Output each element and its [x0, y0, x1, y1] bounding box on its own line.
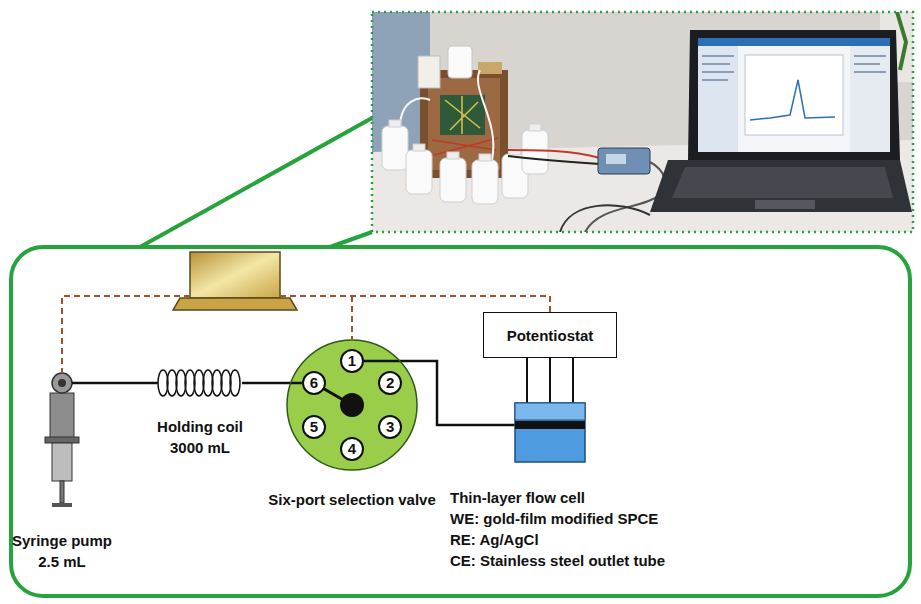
setup-photo	[418, 56, 440, 88]
valve-port: 3	[378, 415, 402, 439]
tubing	[250, 382, 302, 385]
setup-photo	[750, 80, 835, 120]
valve-port: 2	[378, 371, 402, 395]
setup-photo	[522, 130, 548, 174]
setup-photo	[400, 70, 493, 160]
syringe-pump-symbol	[52, 443, 72, 481]
flow-cell-body	[515, 403, 585, 462]
setup-photo	[372, 12, 913, 232]
setup-photo	[428, 78, 500, 170]
syringe-pump-symbol	[50, 393, 74, 439]
flow-cell: Thin-layer flow cellWE: gold-film modifi…	[515, 403, 585, 462]
label: WE: gold-film modified SPCE	[450, 508, 665, 529]
setup-photo	[672, 167, 893, 198]
syringe-pump-symbol	[52, 503, 72, 507]
holding-coil-symbol	[150, 370, 250, 396]
syringe-pump: Syringe pump2.5 mL	[8, 372, 116, 572]
callout-frame	[11, 247, 910, 596]
flow-channel	[515, 421, 585, 429]
valve-outline	[287, 340, 417, 470]
setup-photo	[440, 158, 466, 202]
syringe-pump-symbol	[45, 373, 79, 507]
electrode-cable	[527, 358, 573, 403]
setup-photo	[688, 30, 900, 160]
port-number: 3	[386, 419, 394, 435]
label: CE: Stainless steel outlet tube	[450, 550, 665, 571]
port-number: 4	[348, 441, 356, 457]
valve-body	[287, 340, 417, 470]
control-wire	[351, 296, 353, 339]
setup-photo	[372, 12, 913, 232]
setup-photo	[755, 200, 815, 209]
setup-photo	[413, 144, 425, 151]
setup-photo	[389, 120, 401, 127]
setup-photo	[432, 138, 498, 155]
setup-photo	[508, 156, 600, 164]
setup-photo	[698, 38, 890, 46]
port-number: 6	[310, 375, 318, 391]
valve-port: 4	[340, 437, 364, 461]
setup-photo	[650, 160, 912, 212]
label: Six-port selection valve	[267, 489, 437, 510]
control-wire	[280, 296, 550, 312]
setup-photo	[445, 96, 480, 134]
valve-port: 5	[302, 415, 326, 439]
setup-photo	[698, 46, 738, 152]
syringe-pump-symbol	[58, 379, 66, 387]
callout-frame	[330, 232, 372, 247]
flow-cell-body	[515, 403, 585, 462]
syringe-pump-symbol	[52, 373, 72, 393]
setup-photo	[479, 154, 491, 161]
rotor-hub	[340, 393, 364, 417]
selection-valve: Six-port selection valve123456	[286, 339, 418, 471]
setup-photo	[447, 152, 459, 159]
setup-photo	[560, 205, 650, 232]
port-number: 1	[348, 353, 356, 369]
setup-photo	[472, 160, 498, 204]
label: 2.5 mL	[8, 551, 116, 572]
setup-photo	[440, 95, 485, 135]
setup-photo	[850, 46, 890, 152]
tubing	[72, 382, 150, 385]
label: RE: Ag/AgCl	[450, 529, 665, 550]
setup-photo	[606, 154, 626, 164]
setup-photo	[745, 55, 843, 135]
setup-photo	[598, 148, 650, 174]
callout-frame	[140, 118, 372, 247]
valve-port: 1	[340, 349, 364, 373]
syringe-pump-symbol	[45, 437, 79, 443]
laptop-icon	[190, 252, 280, 298]
port-number: 5	[310, 419, 318, 435]
setup-photo	[406, 150, 432, 194]
label: Syringe pump	[8, 530, 116, 551]
holding-coil: Holding coil3000 mL	[150, 368, 250, 460]
setup-photo	[585, 162, 665, 232]
label: Holding coil	[150, 416, 250, 437]
potentiostat-box: Potentiostat	[483, 312, 617, 358]
instrument-label: Potentiostat	[507, 325, 594, 346]
laptop-icon	[173, 298, 297, 310]
label: Thin-layer flow cell	[450, 487, 665, 508]
holding-coil-symbol	[150, 382, 158, 385]
setup-photo	[382, 126, 408, 170]
control-wire	[62, 296, 190, 372]
syringe-pump-symbol	[60, 481, 64, 503]
holding-coil-symbol	[242, 382, 250, 385]
photo-border	[372, 12, 913, 232]
port-number: 2	[386, 375, 394, 391]
setup-photo	[529, 124, 541, 131]
setup-photo	[897, 12, 906, 70]
setup-photo	[698, 38, 890, 152]
callout-frame	[11, 118, 910, 596]
label: 3000 mL	[150, 437, 250, 458]
holding-coil-symbol	[230, 370, 240, 396]
setup-photo	[448, 46, 472, 78]
laptop-icon	[173, 252, 297, 310]
valve-port: 6	[302, 371, 326, 395]
flow-cell-body	[515, 403, 585, 420]
setup-photo	[478, 62, 502, 74]
